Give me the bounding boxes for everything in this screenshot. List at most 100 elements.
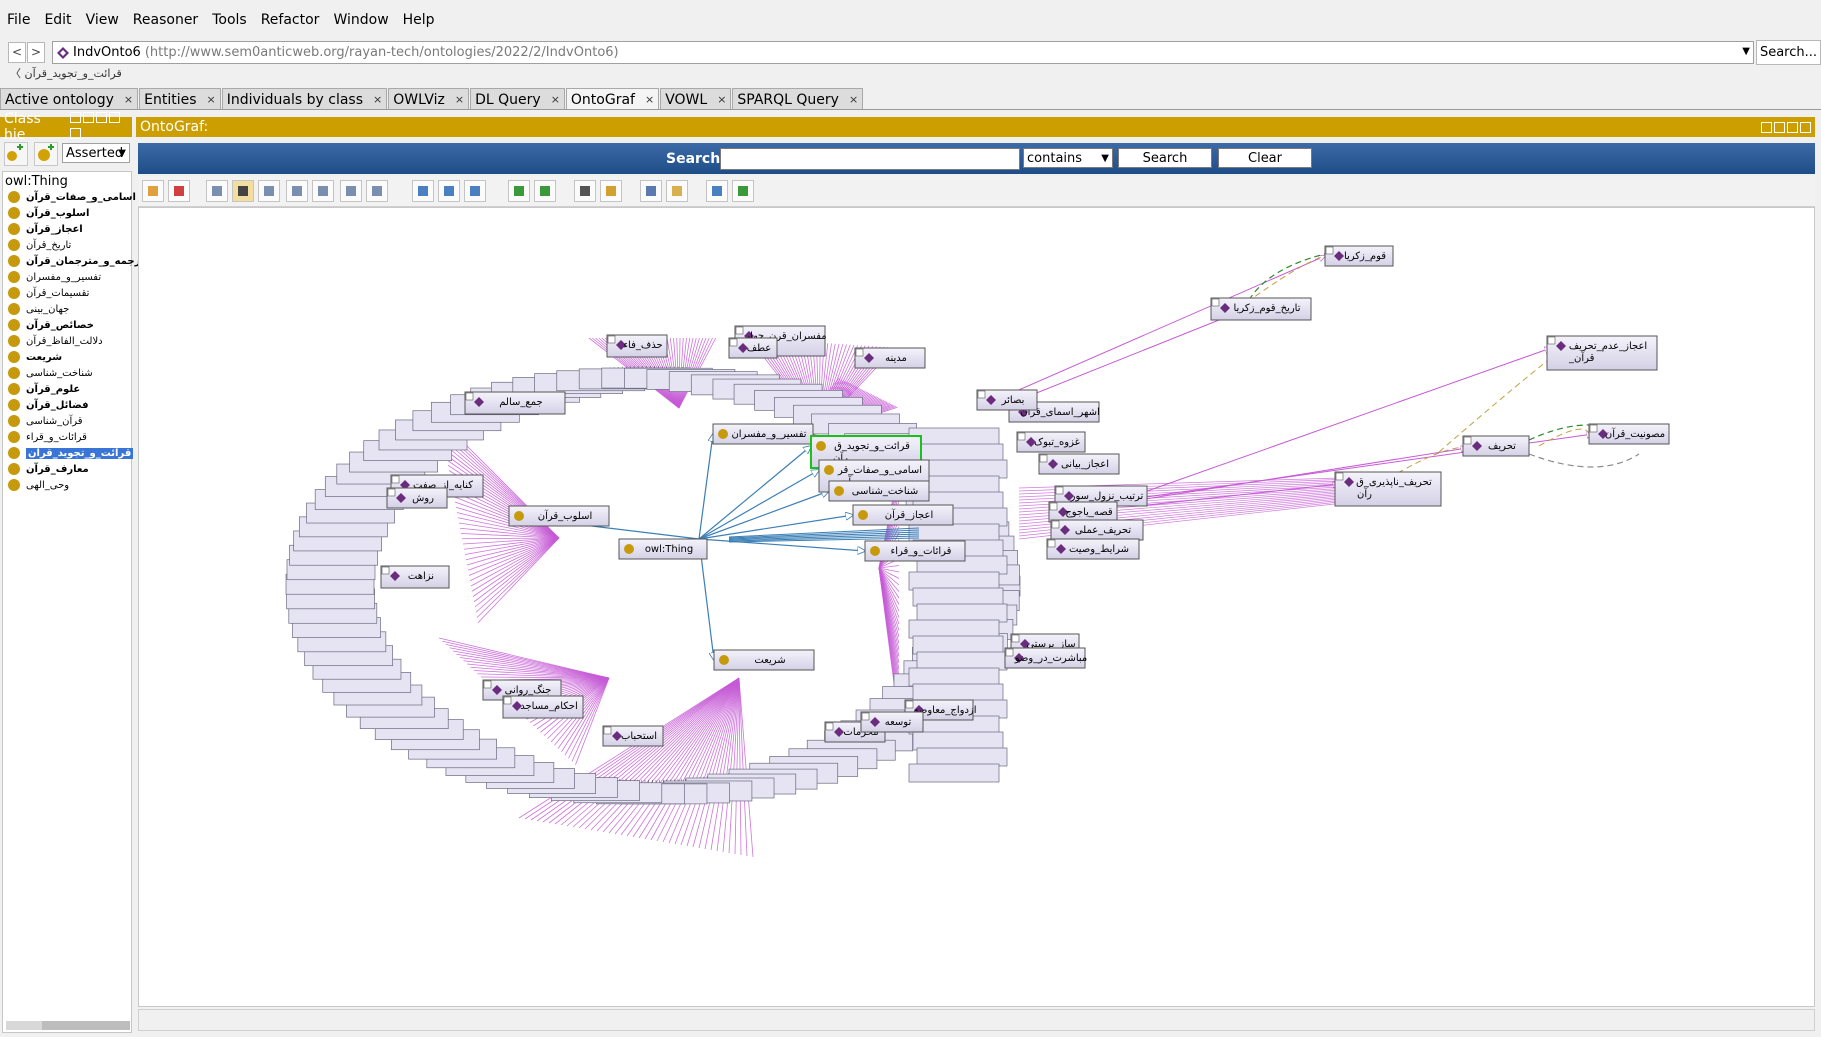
class-tree-scrollbar[interactable]	[6, 1021, 130, 1030]
class-node[interactable]: اعجاز_قرآن	[852, 504, 954, 526]
expand-icon[interactable]	[391, 475, 400, 484]
expand-icon[interactable]	[861, 712, 870, 721]
expand-icon[interactable]	[1051, 520, 1060, 529]
tree-item[interactable]: شریعت	[3, 349, 131, 365]
tree-item[interactable]: علوم_قرآن	[3, 381, 131, 397]
tree-item[interactable]: قرائات_و_قراء	[3, 429, 131, 445]
expand-icon[interactable]	[977, 390, 986, 399]
individual-node[interactable]: روش	[386, 487, 448, 509]
individual-node[interactable]: احکام_مساجد	[502, 695, 584, 719]
individual-node[interactable]: تاریخ_قوم_زکریا	[1210, 297, 1312, 321]
expand-icon[interactable]	[465, 392, 474, 401]
export-image-button[interactable]	[600, 180, 622, 202]
expand-icon[interactable]	[1005, 648, 1014, 657]
individual-node[interactable]: غزوه_تبوک	[1016, 431, 1086, 453]
back-button[interactable]: <	[8, 42, 26, 63]
remove-nodes-button[interactable]	[168, 180, 190, 202]
tab-active-ontology[interactable]: Active ontology×	[0, 88, 139, 110]
radial-layout-button[interactable]	[232, 180, 254, 202]
expand-icon[interactable]	[603, 726, 612, 735]
save-button[interactable]	[640, 180, 662, 202]
clear-button[interactable]: Clear	[1218, 148, 1312, 168]
tree-horizontal-button[interactable]	[312, 180, 334, 202]
tab-close-icon[interactable]: ×	[550, 93, 560, 106]
expand-icon[interactable]	[1011, 634, 1020, 643]
tree-item[interactable]: قرائت_و_تجوید_قرآن	[3, 445, 134, 461]
individual-node[interactable]: تحریف	[1462, 435, 1530, 457]
tree-item[interactable]: فضائل_قرآن	[3, 397, 131, 413]
individual-node[interactable]: استحباب	[602, 725, 664, 747]
search-input[interactable]	[720, 148, 1020, 170]
maximize-icon[interactable]	[108, 112, 120, 123]
expand-icon[interactable]	[855, 348, 864, 357]
expand-icon[interactable]	[905, 700, 914, 709]
import-button[interactable]	[732, 180, 754, 202]
individual-node[interactable]: شرایط_وصیت	[1046, 538, 1140, 560]
minimize-icon[interactable]	[1774, 122, 1785, 133]
expand-icon[interactable]	[1463, 436, 1472, 445]
expand-icon[interactable]	[1049, 502, 1058, 511]
individual-node[interactable]: بصائر	[976, 389, 1038, 411]
tree-item[interactable]: اسامی_و_صفات_قرآن	[3, 189, 136, 205]
tree-root-owl-thing[interactable]: owl:Thing	[5, 174, 68, 189]
expand-icon[interactable]	[483, 680, 492, 689]
menu-tools[interactable]: Tools	[212, 12, 247, 28]
close-icon[interactable]	[69, 128, 81, 139]
menu-file[interactable]: File	[7, 12, 31, 28]
tree-item[interactable]: جهان_بینی	[3, 301, 131, 317]
menu-view[interactable]: View	[85, 12, 119, 28]
expand-icon[interactable]	[1017, 432, 1026, 441]
expand-icon[interactable]	[1211, 298, 1220, 307]
tab-close-icon[interactable]: ×	[206, 93, 216, 106]
match-mode-select[interactable]: contains ▼	[1023, 148, 1113, 168]
individual-node[interactable]: تحریف_ناپذیری_قرآن	[1334, 471, 1442, 507]
split-icon[interactable]	[1761, 122, 1772, 133]
menu-window[interactable]: Window	[333, 12, 389, 28]
tree-item[interactable]: شناخت_شناسی	[3, 365, 131, 381]
zoom-out-button[interactable]	[464, 180, 486, 202]
individual-node[interactable]: قوم_زکریا	[1324, 245, 1394, 267]
scrollbar-thumb[interactable]	[42, 1021, 130, 1030]
tree-vertical-alt-button[interactable]	[340, 180, 362, 202]
tree-item[interactable]: تقسیمات_قرآن	[3, 285, 131, 301]
breadcrumb-item[interactable]: قرائت_و_تجوید_قرآن	[24, 67, 122, 80]
tab-owlviz[interactable]: OWLViz×	[388, 88, 470, 110]
individual-node[interactable]: ترتیب_نزول_سور	[1054, 485, 1148, 507]
tab-close-icon[interactable]: ×	[717, 93, 727, 106]
class-node[interactable]: شریعت	[713, 649, 815, 671]
tab-close-icon[interactable]: ×	[123, 93, 134, 106]
expand-icon[interactable]	[1335, 472, 1344, 481]
expand-icon[interactable]	[1547, 336, 1556, 345]
expand-icon[interactable]	[381, 566, 390, 575]
class-node[interactable]: شناخت_شناسی	[828, 480, 930, 502]
individual-node[interactable]: عطف	[728, 337, 778, 359]
search-button[interactable]: Search...	[1756, 40, 1821, 65]
tree-item[interactable]: قرآن_شناسی	[3, 413, 131, 429]
expand-icon[interactable]	[503, 696, 512, 705]
ontology-iri-selector[interactable]: IndvOnto6 (http://www.sem0anticweb.org/r…	[52, 41, 1754, 64]
class-node[interactable]: تفسیر_و_مفسران	[712, 423, 814, 445]
individual-node[interactable]: نزاهت	[380, 565, 450, 589]
expand-icon[interactable]	[607, 335, 616, 344]
individual-node[interactable]: حذف_فاء	[606, 334, 668, 358]
zoom-in-button[interactable]	[412, 180, 434, 202]
tree-horizontal-alt-button[interactable]	[366, 180, 388, 202]
expand-icon[interactable]	[1325, 246, 1334, 255]
tab-close-icon[interactable]: ×	[454, 93, 465, 106]
search-submit-button[interactable]: Search	[1118, 148, 1212, 168]
menu-refactor[interactable]: Refactor	[260, 12, 320, 28]
tab-close-icon[interactable]: ×	[644, 93, 655, 106]
grid-layout-button[interactable]	[206, 180, 228, 202]
tree-item[interactable]: اعجاز_قرآن	[3, 221, 131, 237]
help-icon[interactable]	[69, 112, 81, 123]
class-node[interactable]: owl:Thing	[618, 538, 708, 560]
open-button[interactable]	[666, 180, 688, 202]
arc-filter-button[interactable]	[534, 180, 556, 202]
class-node[interactable]: قرائات_و_قراء	[864, 540, 966, 562]
expand-icon[interactable]	[387, 488, 396, 497]
add-sibling-button[interactable]	[34, 142, 58, 166]
menu-reasoner[interactable]: Reasoner	[132, 12, 199, 28]
individual-node[interactable]: جنگ_روانی	[482, 679, 562, 701]
individual-node[interactable]: توسعه	[860, 711, 924, 733]
